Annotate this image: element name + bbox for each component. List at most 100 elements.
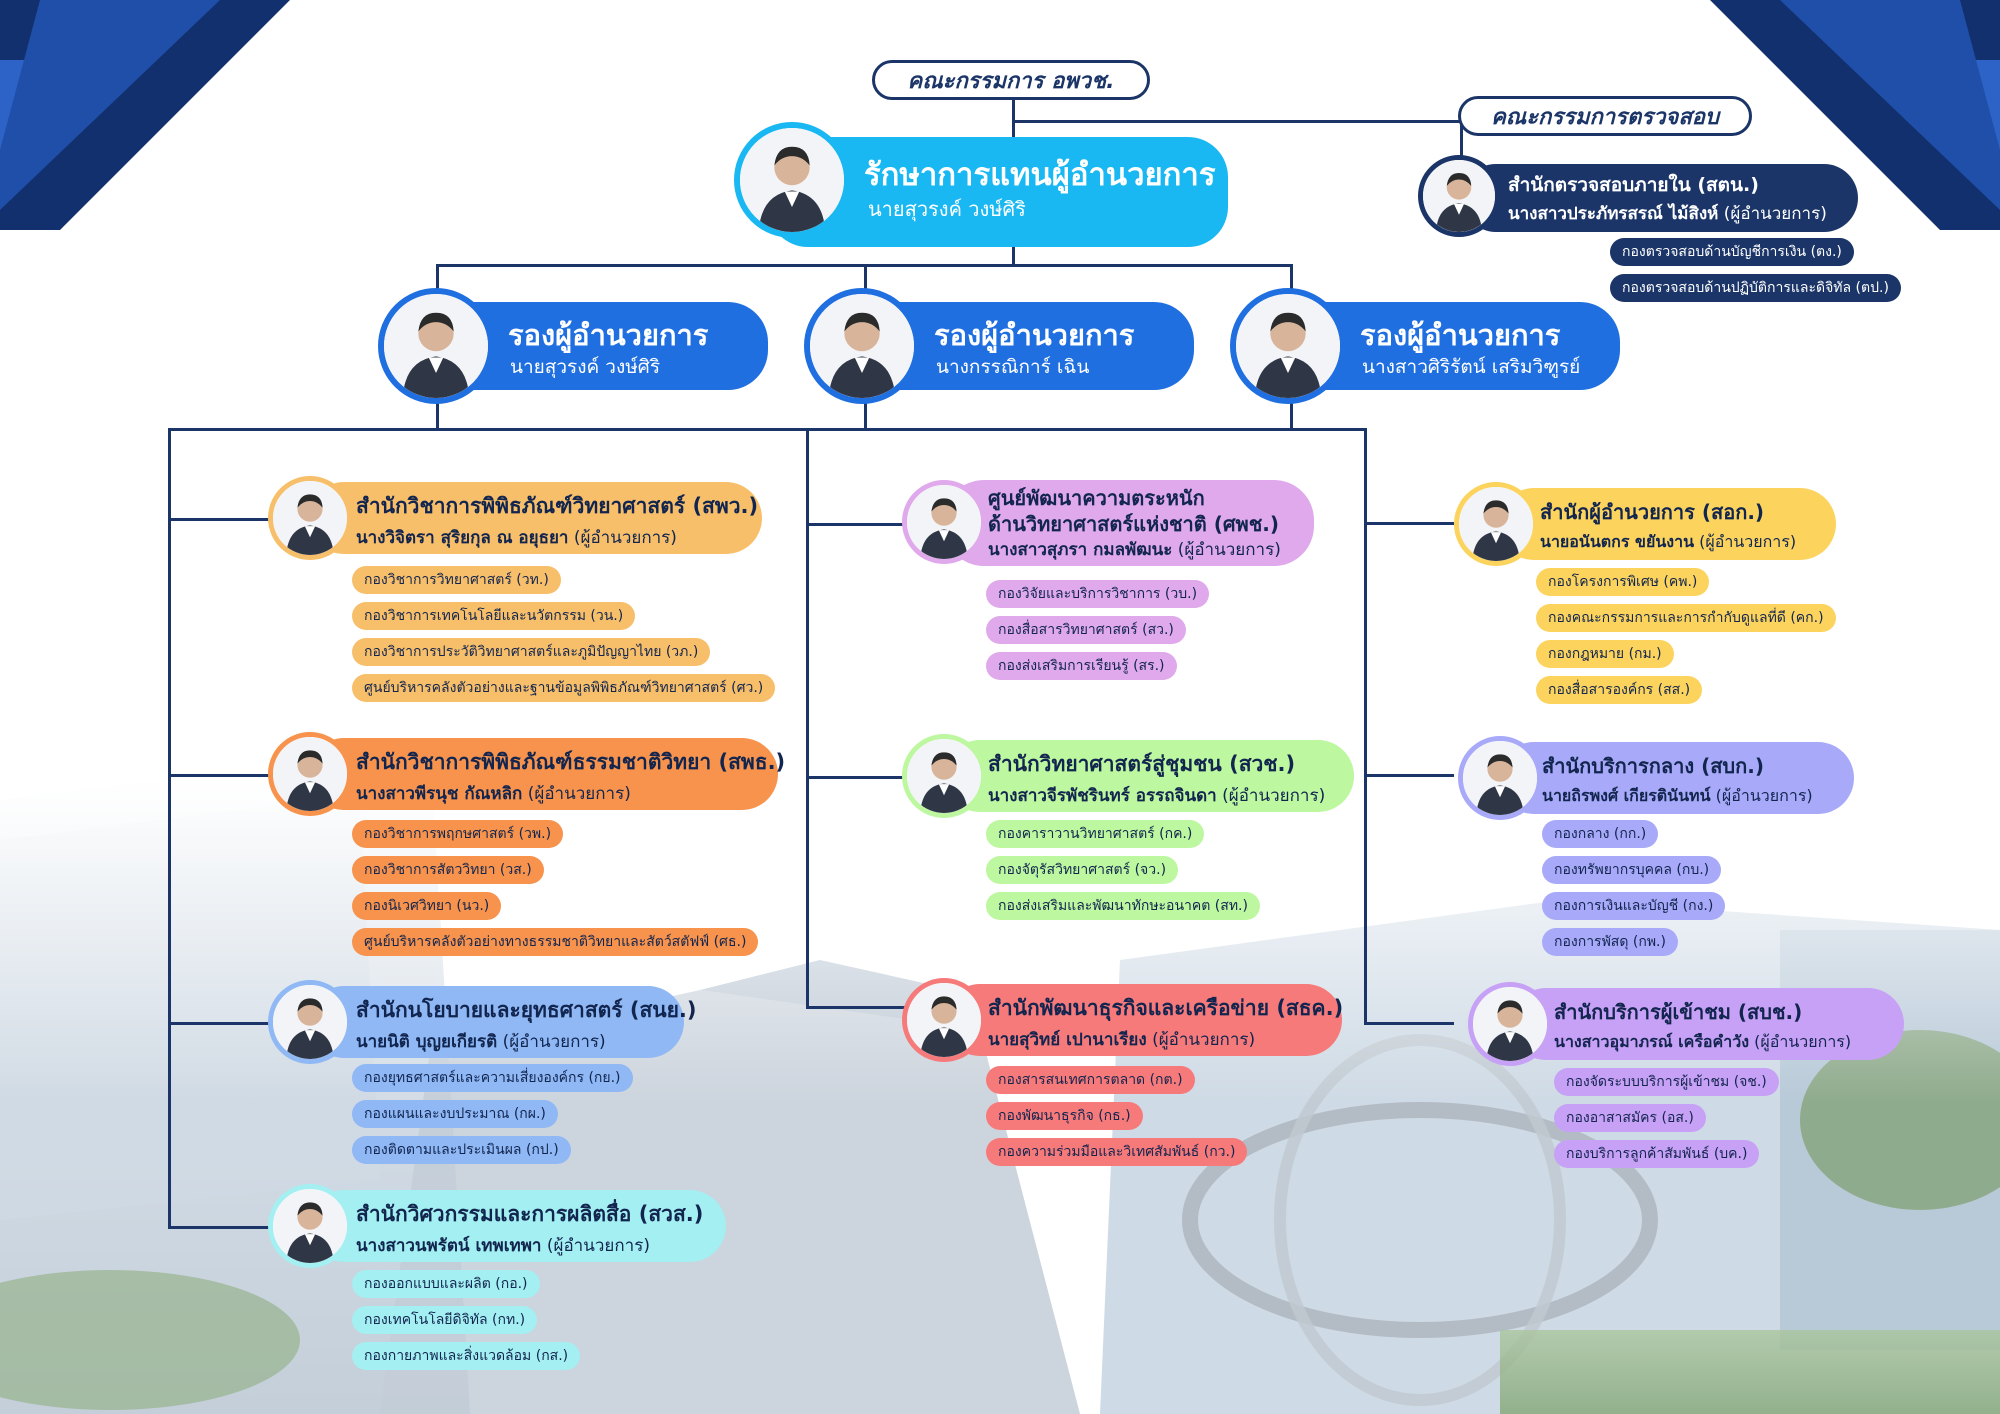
portrait-placeholder-icon (273, 481, 347, 555)
svs-sub-1[interactable]: กองออกแบบและผลิต (กอ.) (352, 1270, 540, 1298)
svch-sub-1[interactable]: กองคาราวานวิทยาศาสตร์ (กค.) (986, 820, 1205, 848)
office-spw-head: นางวิจิตรา สุริยกุล ณ อยุธยา (356, 528, 569, 548)
sny-sub-1[interactable]: กองยุทธศาสตร์และความเสี่ยงองค์กร (กย.) (352, 1064, 633, 1092)
portrait-placeholder-icon (907, 983, 981, 1057)
office-card-spw[interactable]: สำนักวิชาการพิพิธภัณฑ์วิทยาศาสตร์ (สพว.)… (308, 482, 762, 554)
line-dep3 (1290, 264, 1293, 304)
portrait-placeholder-icon (740, 128, 844, 232)
portrait-placeholder-icon (1473, 987, 1547, 1061)
office-sny-title: สำนักนโยบายและยุทธศาสตร์ (สนย.) (356, 998, 697, 1022)
svs-sub-2[interactable]: กองเทคโนโลยีดิจิทัล (กท.) (352, 1306, 538, 1334)
sok-sub-2[interactable]: กองคณะกรรมการและการกำกับดูแลที่ดี (คก.) (1536, 604, 1836, 632)
sbk-sub-1[interactable]: กองกลาง (กก.) (1542, 820, 1659, 848)
deputy-1-title: รองผู้อำนวยการ (508, 318, 709, 352)
audit-sub-2[interactable]: กองตรวจสอบด้านปฏิบัติการและดิจิทัล (ตป.) (1610, 274, 1901, 302)
stk-sub-2[interactable]: กองพัฒนาธุรกิจ (กธ.) (986, 1102, 1143, 1130)
sbch-sub-2[interactable]: กองอาสาสมัคร (อส.) (1554, 1104, 1706, 1132)
spch-sub-3[interactable]: กองส่งเสริมการเรียนรู้ (สร.) (986, 652, 1177, 680)
line-col2 (806, 428, 809, 1008)
line-dep3-down (1290, 395, 1293, 428)
spw-sub-2[interactable]: กองวิชาการเทคโนโลยีและนวัตกรรม (วน.) (352, 602, 636, 630)
office-stk-photo (902, 978, 986, 1062)
portrait-placeholder-icon (1459, 487, 1533, 561)
spt-sub-3[interactable]: กองนิเวศวิทยา (นว.) (352, 892, 502, 920)
sbk-sub-2[interactable]: กองทรัพยากรบุคคล (กบ.) (1542, 856, 1722, 884)
audit-sub-1[interactable]: กองตรวจสอบด้านบัญชีการเงิน (ตง.) (1610, 238, 1854, 266)
sny-sub-3[interactable]: กองติดตามและประเมินผล (กป.) (352, 1136, 571, 1164)
office-spt-photo (268, 732, 352, 816)
portrait-placeholder-icon (1423, 160, 1495, 232)
sbk-sub-4[interactable]: กองการพัสดุ (กพ.) (1542, 928, 1678, 956)
line-main-bar (168, 428, 1366, 431)
office-card-sok[interactable]: สำนักผู้อำนวยการ (สอก.) นายอนันตกร ขยันง… (1498, 488, 1836, 560)
deputy-2-photo (804, 288, 920, 404)
office-spw-photo (268, 476, 352, 560)
portrait-placeholder-icon (907, 485, 981, 559)
spch-sub-1[interactable]: กองวิจัยและบริการวิชาการ (วบ.) (986, 580, 1210, 608)
office-svch-role: (ผู้อำนวยการ) (1222, 786, 1326, 806)
line-stub-8 (1364, 522, 1454, 525)
svch-sub-3[interactable]: กองส่งเสริมและพัฒนาทักษะอนาคต (สท.) (986, 892, 1260, 920)
office-card-spch[interactable]: ศูนย์พัฒนาความตระหนัก ด้านวิทยาศาสตร์แห่… (944, 480, 1314, 566)
svs-sub-3[interactable]: กองกายภาพและสิ่งแวดล้อม (กส.) (352, 1342, 581, 1370)
deputy-3-name: นางสาวศิริรัตน์ เสริมวิฑูรย์ (1362, 356, 1581, 378)
spt-sub-4[interactable]: ศูนย์บริหารคลังตัวอย่างทางธรรมชาติวิทยาแ… (352, 928, 759, 956)
office-svch-title: สำนักวิทยาศาสตร์สู่ชุมชน (สวช.) (988, 752, 1296, 776)
audit-office-title: สำนักตรวจสอบภายใน (สตน.) (1508, 174, 1759, 196)
office-spch-role: (ผู้อำนวยการ) (1177, 540, 1281, 560)
stk-sub-3[interactable]: กองความร่วมมือและวิเทศสัมพันธ์ (กว.) (986, 1138, 1248, 1166)
svch-sub-2[interactable]: กองจัตุรัสวิทยาศาสตร์ (จว.) (986, 856, 1179, 884)
office-card-sny[interactable]: สำนักนโยบายและยุทธศาสตร์ (สนย.) นายนิติ … (308, 986, 697, 1058)
line-audit-drop (1460, 120, 1463, 175)
office-sny-head: นายนิติ บุญยเกียรติ (356, 1032, 498, 1052)
stk-sub-1[interactable]: กองสารสนเทศการตลาด (กต.) (986, 1066, 1195, 1094)
audit-office-card[interactable]: สำนักตรวจสอบภายใน (สตน.) นางสาวประภัทรสร… (1462, 164, 1858, 232)
spt-sub-1[interactable]: กองวิชาการพฤกษศาสตร์ (วพ.) (352, 820, 564, 848)
office-sbk-name: นายถิรพงศ์ เกียรตินันทน์ (ผู้อำนวยการ) (1542, 784, 1813, 809)
deputy-2-name: นางกรรณิการ์ เฉิน (936, 356, 1090, 378)
office-spw-name: นางวิจิตรา สุริยกุล ณ อยุธยา (ผู้อำนวยกา… (356, 524, 677, 551)
office-card-stk[interactable]: สำนักพัฒนาธุรกิจและเครือข่าย (สธค.) นายส… (944, 984, 1343, 1056)
spt-sub-2[interactable]: กองวิชาการสัตววิทยา (วส.) (352, 856, 544, 884)
office-spch-title: ศูนย์พัฒนาความตระหนัก (988, 486, 1205, 510)
office-sbk-head: นายถิรพงศ์ เกียรตินันทน์ (1542, 786, 1711, 805)
spch-sub-2[interactable]: กองสื่อสารวิทยาศาสตร์ (สว.) (986, 616, 1186, 644)
office-card-svch[interactable]: สำนักวิทยาศาสตร์สู่ชุมชน (สวช.) นางสาวจี… (944, 740, 1354, 812)
spw-sub-1[interactable]: กองวิชาการวิทยาศาสตร์ (วท.) (352, 566, 561, 594)
office-spch-head: นางสาวสุภรา กมลพัฒนะ (988, 540, 1173, 560)
office-card-spt[interactable]: สำนักวิชาการพิพิธภัณฑ์ธรรมชาติวิทยา (สพธ… (308, 738, 785, 810)
office-card-sbch[interactable]: สำนักบริการผู้เข้าชม (สบช.) นางสาวอุมาภร… (1510, 988, 1904, 1060)
office-spw-role: (ผู้อำนวยการ) (573, 528, 677, 548)
audit-photo (1418, 155, 1500, 237)
line-stub-1 (168, 518, 272, 521)
sbch-sub-1[interactable]: กองจัดระบบบริการผู้เข้าชม (จช.) (1554, 1068, 1779, 1096)
office-stk-head: นายสุวิทย์ เปานาเรียง (988, 1030, 1147, 1050)
line-col1 (168, 428, 171, 1228)
deputy-1-name: นายสุวรงค์ วงษ์ศิริ (510, 356, 661, 378)
spw-sub-3[interactable]: กองวิชาการประวัติวิทยาศาสตร์และภูมิปัญญา… (352, 638, 711, 666)
sny-sub-2[interactable]: กองแผนและงบประมาณ (กผ.) (352, 1100, 558, 1128)
office-card-sbk[interactable]: สำนักบริการกลาง (สบก.) นายถิรพงศ์ เกียรต… (1498, 742, 1854, 814)
sbk-sub-3[interactable]: กองการเงินและบัญชี (กง.) (1542, 892, 1726, 920)
director-title: รักษาการแทนผู้อำนวยการ (864, 157, 1216, 193)
line-stub-9 (1364, 774, 1454, 777)
spw-sub-4[interactable]: ศูนย์บริหารคลังตัวอย่างและฐานข้อมูลพิพิธ… (352, 674, 776, 702)
sok-sub-4[interactable]: กองสื่อสารองค์กร (สส.) (1536, 676, 1703, 704)
office-svs-photo (268, 1184, 352, 1268)
office-card-svs[interactable]: สำนักวิศวกรรมและการผลิตสื่อ (สวส.) นางสา… (308, 1190, 726, 1262)
sok-sub-1[interactable]: กองโครงการพิเศษ (คพ.) (1536, 568, 1710, 596)
office-sok-role: (ผู้อำนวยการ) (1699, 532, 1797, 551)
office-stk-role: (ผู้อำนวยการ) (1152, 1030, 1256, 1050)
office-sbch-title: สำนักบริการผู้เข้าชม (สบช.) (1554, 1000, 1803, 1024)
line-stub-4 (168, 1226, 272, 1229)
sok-sub-3[interactable]: กองกฎหมาย (กม.) (1536, 640, 1674, 668)
line-dep1-down (436, 395, 439, 428)
office-sok-name: นายอนันตกร ขยันงาน (ผู้อำนวยการ) (1540, 530, 1796, 555)
sbch-sub-3[interactable]: กองบริการลูกค้าสัมพันธ์ (บค.) (1554, 1140, 1760, 1168)
line-stub-3 (168, 1022, 272, 1025)
office-spch-name: นางสาวสุภรา กมลพัฒนะ (ผู้อำนวยการ) (988, 536, 1281, 563)
director-name: นายสุวรงค์ วงษ์ศิริ (868, 197, 1026, 221)
office-svch-name: นางสาวจีรพัชรินทร์ อรรถจินดา (ผู้อำนวยกา… (988, 782, 1325, 809)
line-dep2 (864, 264, 867, 304)
